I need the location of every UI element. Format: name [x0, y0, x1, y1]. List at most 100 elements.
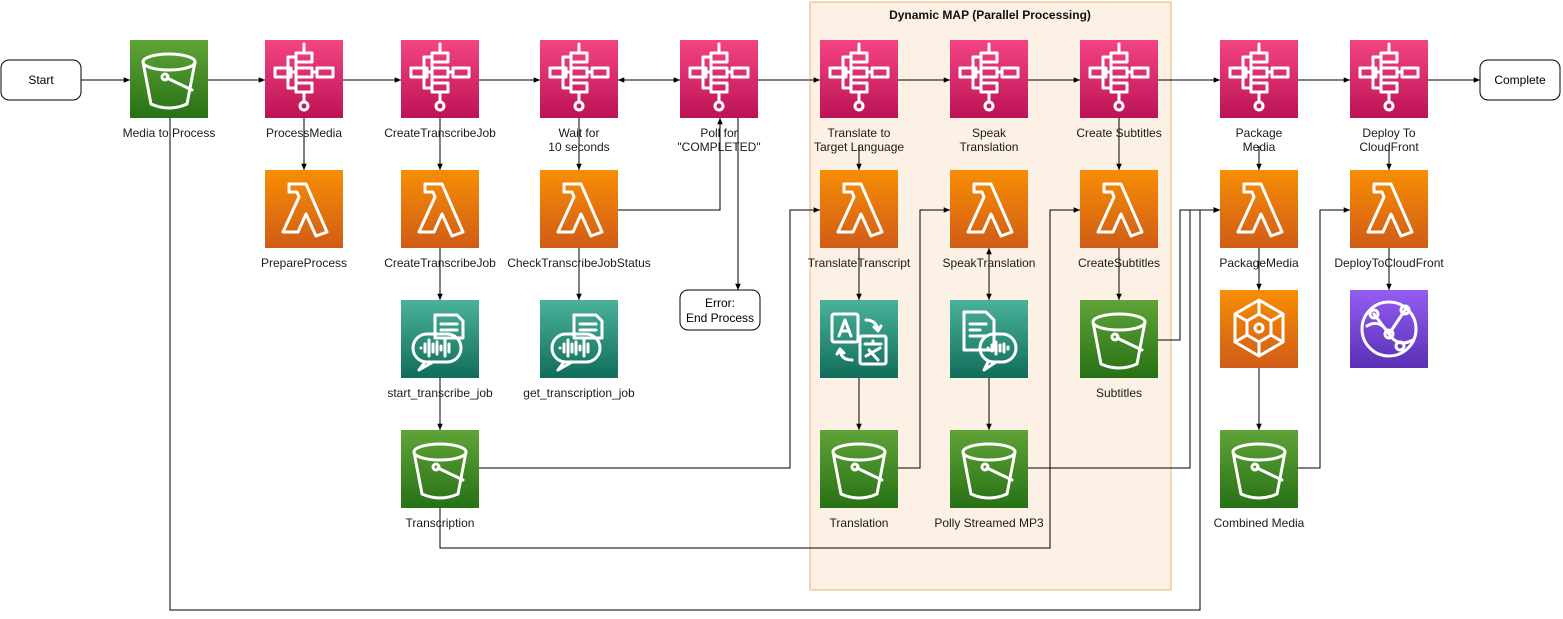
stepfn-icon: [950, 40, 1028, 118]
create-fn-label: CreateTranscribeJob: [384, 256, 496, 270]
deploy-label-line-1: Deploy To: [1362, 126, 1415, 140]
diagram-nodes: Media to Process ProcessMedia CreateTran…: [123, 40, 1444, 530]
lambda-icon: [1220, 170, 1298, 248]
transcribe-icon: [401, 300, 479, 378]
package-label-line-1: Package: [1236, 126, 1283, 140]
lambda-icon: [820, 170, 898, 248]
speak-node: SpeakTranslation: [950, 40, 1028, 154]
transcription-to-translatefn-connector: [479, 207, 820, 469]
s3-icon: [401, 430, 479, 508]
poll-node: Poll for"COMPLETED": [677, 40, 761, 154]
translation-to-speakfn-connector: [898, 207, 950, 469]
speak-fn-node: SpeakTranslation: [943, 170, 1036, 270]
transcription-s3-label: Transcription: [406, 516, 475, 530]
mediaconvert-node: [1220, 290, 1298, 368]
translate-fn-label: TranslateTranscript: [808, 256, 911, 270]
stepfn-icon: [1080, 40, 1158, 118]
s3-icon: [950, 430, 1028, 508]
lambda-icon: [1080, 170, 1158, 248]
translate-fn-node: TranslateTranscript: [808, 170, 911, 270]
translate-label-line-2: Target Language: [814, 140, 904, 154]
translation-s3-label: Translation: [830, 516, 889, 530]
subtitles-step-node: Create Subtitles: [1076, 40, 1162, 140]
start-transcribe-label: start_transcribe_job: [387, 386, 493, 400]
deploy-fn-label: DeployToCloudFront: [1334, 256, 1444, 270]
stepfn-icon: [401, 40, 479, 118]
parallel-group-title: Dynamic MAP (Parallel Processing): [889, 8, 1091, 22]
subtitles-s3-label: Subtitles: [1096, 386, 1142, 400]
complete-terminal: Complete: [1479, 59, 1561, 101]
prepare-fn-label: PrepareProcess: [261, 256, 347, 270]
transcription-to-subtitlesfn-connector: [439, 207, 1080, 549]
subtitles-fn-node: CreateSubtitles: [1078, 170, 1160, 270]
translate-label-line-1: Translate to: [828, 126, 891, 140]
stepfn-icon: [1220, 40, 1298, 118]
s3-icon: [130, 40, 208, 118]
lambda-icon: [1350, 170, 1428, 248]
lambda-icon: [950, 170, 1028, 248]
deploy-fn-node: DeployToCloudFront: [1334, 170, 1444, 270]
start-terminal: Start: [0, 59, 82, 101]
stepfn-icon: [820, 40, 898, 118]
wait-label-line-1: Wait for: [559, 126, 600, 140]
lambda-icon: [540, 170, 618, 248]
cloudfront-icon: [1350, 290, 1428, 368]
process-media-label: ProcessMedia: [266, 126, 342, 140]
polly-node: [950, 300, 1028, 378]
stepfn-icon: [540, 40, 618, 118]
check-to-poll-connector: [618, 118, 723, 211]
package-label-line-2: Media: [1243, 140, 1276, 154]
combined-to-deployfn-connector: [1298, 207, 1350, 469]
check-fn-node: CheckTranscribeJobStatus: [507, 170, 651, 270]
wait-label-line-2: 10 seconds: [548, 140, 609, 154]
package-node: PackageMedia: [1220, 40, 1298, 154]
start-transcribe-node: start_transcribe_job: [387, 300, 493, 400]
deploy-node: Deploy ToCloudFront: [1350, 40, 1428, 154]
transcribe-icon: [540, 300, 618, 378]
speak-label-line-2: Translation: [960, 140, 1019, 154]
package-fn-label: PackageMedia: [1219, 256, 1299, 270]
create-job-label: CreateTranscribeJob: [384, 126, 496, 140]
media-label: Media to Process: [123, 126, 216, 140]
transcription-s3-node: Transcription: [401, 430, 479, 530]
diagram-edges: [81, 77, 1480, 611]
translation-s3-node: Translation: [820, 430, 898, 530]
cloudfront-node: [1350, 290, 1428, 368]
stepfn-icon: [680, 40, 758, 118]
create-fn-node: CreateTranscribeJob: [384, 170, 496, 270]
translate-icon: [820, 300, 898, 378]
error-label-line-1: Error:: [705, 296, 735, 310]
media-node: Media to Process: [123, 40, 216, 140]
stepfn-icon: [265, 40, 343, 118]
media-to-packagefn-connector: [169, 118, 1220, 611]
prepare-fn-node: PrepareProcess: [261, 170, 347, 270]
get-transcription-node: get_transcription_job: [523, 300, 635, 400]
stepfn-icon: [1350, 40, 1428, 118]
speak-fn-label: SpeakTranslation: [943, 256, 1036, 270]
complete-label: Complete: [1494, 73, 1546, 87]
s3-icon: [1080, 300, 1158, 378]
process-media-node: ProcessMedia: [265, 40, 343, 140]
lambda-icon: [401, 170, 479, 248]
combined-s3-node: Combined Media: [1214, 430, 1305, 530]
mediaconvert-icon: [1220, 290, 1298, 368]
start-label: Start: [28, 73, 54, 87]
subtitles-s3-node: Subtitles: [1080, 300, 1158, 400]
s3-icon: [1220, 430, 1298, 508]
deploy-label-line-2: CloudFront: [1359, 140, 1419, 154]
subtitles-fn-label: CreateSubtitles: [1078, 256, 1160, 270]
check-fn-label: CheckTranscribeJobStatus: [507, 256, 651, 270]
poll-label-line-1: Poll for: [700, 126, 737, 140]
error-terminal: Error: End Process: [679, 289, 761, 331]
get-transcription-label: get_transcription_job: [523, 386, 635, 400]
package-fn-node: PackageMedia: [1219, 170, 1299, 270]
polly-s3-label: Polly Streamed MP3: [934, 516, 1044, 530]
polly-s3-node: Polly Streamed MP3: [934, 430, 1044, 530]
error-label-line-2: End Process: [686, 311, 754, 325]
s3-icon: [820, 430, 898, 508]
polly-icon: [950, 300, 1028, 378]
lambda-icon: [265, 170, 343, 248]
